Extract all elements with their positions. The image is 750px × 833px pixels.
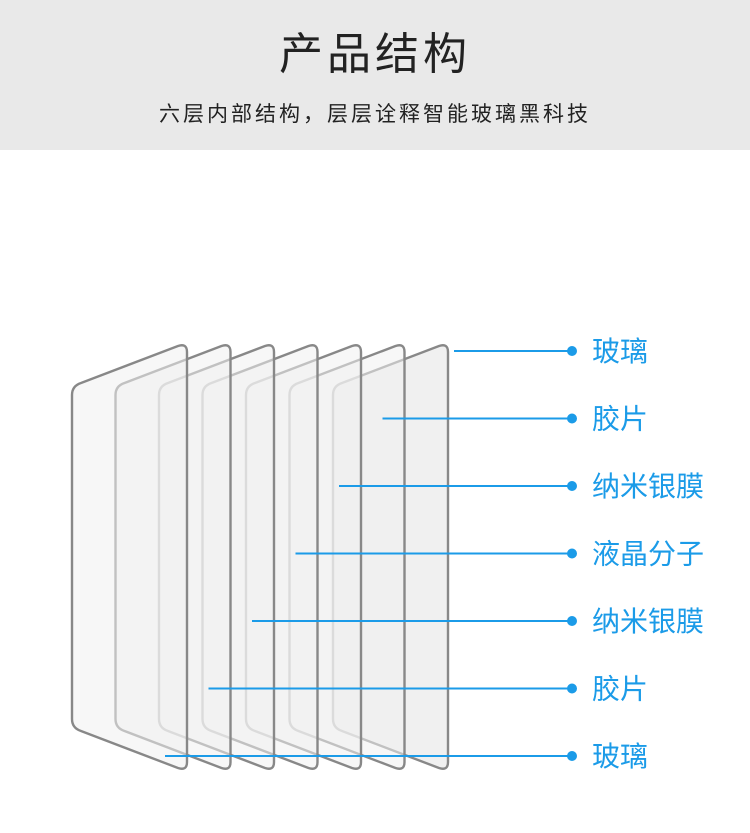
layer-label: 玻璃 [592, 335, 648, 368]
callout-dot [567, 548, 577, 559]
page-title: 产品结构 [279, 29, 471, 80]
layer-panels [70, 344, 450, 770]
callout-dot [567, 616, 577, 626]
page-subtitle: 六层内部结构，层层诠释智能玻璃黑科技 [159, 102, 591, 126]
header-banner: 产品结构 六层内部结构，层层诠释智能玻璃黑科技 [0, 0, 750, 150]
layer-label: 纳米银膜 [592, 605, 704, 638]
layer-label: 胶片 [592, 403, 648, 436]
layer-label: 纳米银膜 [592, 470, 704, 503]
callout-dot [567, 683, 577, 694]
callout-dot [567, 751, 577, 761]
layer-panel [70, 344, 189, 770]
callout-dot [567, 413, 577, 424]
layer-label: 胶片 [592, 673, 648, 706]
layer-label: 玻璃 [592, 740, 648, 773]
callout-dot [567, 481, 577, 491]
callout-dot [567, 346, 577, 356]
layer-label: 液晶分子 [592, 538, 704, 571]
